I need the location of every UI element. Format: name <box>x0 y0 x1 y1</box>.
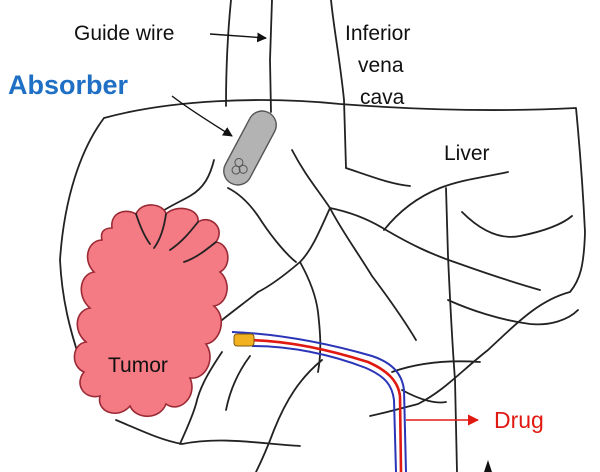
ivc-label-line2: vena <box>358 54 404 77</box>
ivc-label-line3: cava <box>360 86 405 109</box>
vessel-q <box>401 389 447 404</box>
catheter-drug-line <box>243 338 403 472</box>
tumor-shape <box>73 204 229 418</box>
vessel-k <box>299 261 322 373</box>
drug-label: Drug <box>494 407 544 433</box>
ivc-left-wall <box>225 0 232 107</box>
vessel-b <box>345 167 411 187</box>
vessel-j <box>227 187 297 263</box>
vessel-h <box>447 299 579 326</box>
catheter-outer <box>231 331 407 472</box>
guide-wire-line <box>269 0 273 113</box>
liver-label: Liver <box>444 142 490 165</box>
drug-tip <box>233 333 255 347</box>
vessel-c <box>257 207 331 293</box>
vessel-d <box>329 207 541 291</box>
bottom-arrow <box>484 460 492 472</box>
ivc-label-line1: Inferior <box>345 22 410 45</box>
vessel-o <box>225 355 251 411</box>
vessel-e <box>383 171 509 231</box>
tumor-inner-lines <box>135 213 217 263</box>
guide-wire-arrow <box>209 32 267 43</box>
absorber-arrow <box>171 95 233 137</box>
guide-wire-label: Guide wire <box>74 22 174 45</box>
tumor-label: Tumor <box>108 354 168 377</box>
vessel-a <box>291 149 417 341</box>
vessel-m <box>255 359 323 472</box>
vessel-n <box>179 351 223 445</box>
vessel-l <box>221 291 259 321</box>
vessel-g <box>461 211 573 238</box>
ivc-right-wall <box>330 0 347 169</box>
vessel-p <box>391 360 481 373</box>
vessel-f <box>445 187 458 472</box>
absorber-label: Absorber <box>8 70 129 100</box>
catheter-outer-2 <box>251 345 397 472</box>
absorber-device <box>223 110 277 186</box>
